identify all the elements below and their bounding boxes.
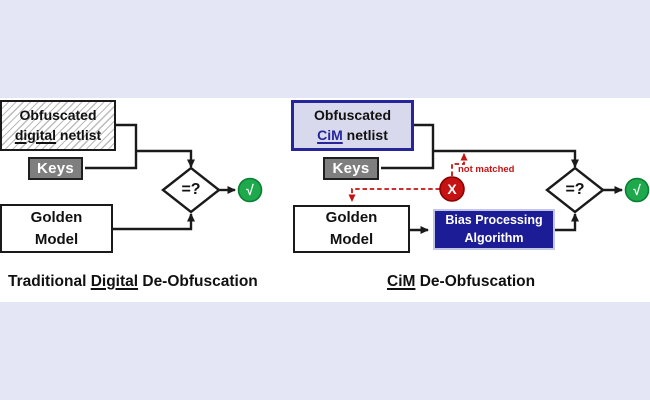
golden-line1: Golden: [30, 208, 83, 226]
bias-to-diamond-arrow: [555, 213, 579, 232]
left-compare-label: =?: [181, 181, 201, 198]
not-matched-label: not matched: [458, 164, 515, 175]
right-netlist-keys-bus: [381, 123, 435, 170]
left-checkmark-icon: √: [246, 182, 254, 198]
golden-line2: Model: [329, 231, 374, 248]
bias-line2: Algorithm: [464, 230, 524, 245]
netlist-line2: CiM netlist: [317, 126, 388, 143]
right-checkmark-icon: √: [633, 182, 641, 198]
golden-line1: Golden: [325, 209, 378, 227]
left-pass-circle: [237, 177, 263, 203]
mismatch-circle: [439, 176, 465, 202]
left-bus-to-diamond-arrow: [136, 149, 195, 168]
x-mark-icon: X: [447, 181, 457, 197]
right-keys-box: Keys: [323, 157, 379, 180]
left-keys-box: Keys: [28, 157, 83, 180]
netlist-line2: digital netlist: [14, 126, 102, 143]
right-compare-label: =?: [565, 181, 585, 198]
right-bus-to-diamond-arrow: [433, 149, 579, 168]
bias-line1: Bias Processing: [445, 213, 543, 227]
obfuscated-cim-netlist-box: Obfuscated CiM netlist: [291, 100, 414, 151]
mismatch-retry-dashed-arrow: [451, 153, 468, 176]
netlist-line1: Obfuscated: [19, 106, 97, 123]
obfuscated-digital-netlist-box: Obfuscated digital netlist: [0, 100, 116, 151]
bias-processing-algorithm-box: Bias Processing Algorithm: [433, 209, 555, 250]
mismatch-to-golden-dashed-arrow: [348, 188, 440, 202]
left-netlist-keys-bus: [85, 123, 138, 170]
netlist-line1: Obfuscated: [313, 106, 391, 123]
left-golden-to-diamond-arrow: [113, 213, 195, 231]
left-golden-model-box: Golden Model: [0, 204, 113, 253]
right-golden-model-box: Golden Model: [293, 205, 410, 253]
right-pass-circle: [624, 177, 650, 203]
golden-line2: Model: [34, 230, 79, 248]
right-caption: CiM De-Obfuscation: [387, 273, 536, 290]
left-caption: Traditional Digital De-Obfuscation: [8, 273, 258, 290]
